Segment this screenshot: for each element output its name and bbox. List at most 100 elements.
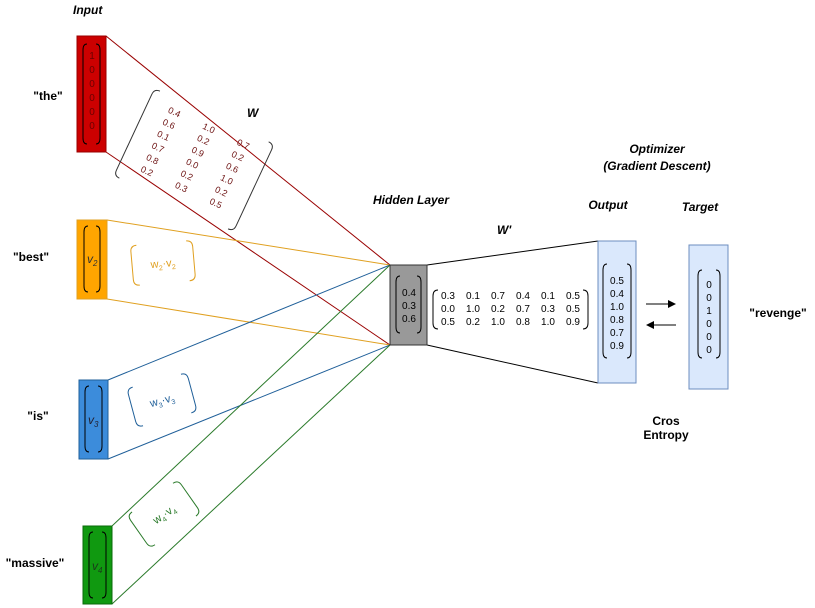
w-prime-cell: 0.2 (466, 317, 480, 328)
word-revenge: "revenge" (749, 306, 806, 320)
w-prime-cell: 0.8 (516, 317, 530, 328)
v2-label: v2 (87, 252, 98, 268)
w-matrix-cell: 0.2 (230, 149, 246, 163)
w-matrix-cell: 1.0 (201, 121, 217, 135)
w-prime-cell: 0.7 (516, 304, 530, 315)
w-matrix-cell: 0.2 (139, 164, 155, 178)
green-line-top (111, 264, 391, 527)
w-matrix-cell: 0.7 (150, 140, 166, 154)
w-prime-cell: 0.5 (566, 291, 580, 302)
optimizer-subheader: (Gradient Descent) (603, 159, 710, 173)
w-prime-cell: 0.3 (441, 291, 455, 302)
hidden-values: 0.4 0.3 0.6 (402, 288, 416, 325)
red-line-top (105, 35, 391, 266)
output-value: 0.5 (610, 276, 624, 287)
input-vector-best: v2 (76, 219, 108, 300)
w-prime-cell: 0.2 (491, 304, 505, 315)
w-prime-cell: 0.4 (516, 291, 530, 302)
target-value: 0 (706, 345, 712, 356)
w-matrix-cell: 0.1 (156, 129, 172, 143)
one-hot-value: 0 (89, 107, 95, 118)
w-matrix-cell: 0.8 (145, 152, 161, 166)
hidden-layer-vector: 0.4 0.3 0.6 (389, 264, 428, 346)
w-matrix-cell: 0.5 (208, 196, 224, 210)
hidden-layer-header: Hidden Layer (373, 193, 450, 207)
wprime-line-top (426, 240, 599, 266)
output-value: 0.4 (610, 289, 624, 300)
word-massive: "massive" (6, 556, 65, 570)
red-line-bottom (105, 151, 391, 346)
blue-line-bottom (107, 344, 391, 460)
one-hot-value: 0 (89, 93, 95, 104)
w4v4-label: w4·v4 (150, 503, 179, 529)
w3v3-bracket: w3·v3 (127, 373, 197, 427)
word-is: "is" (27, 409, 48, 423)
w4v4-bracket: w4·v4 (128, 481, 200, 547)
target-values: 0 0 1 0 0 0 (706, 280, 712, 356)
target-value: 0 (706, 280, 712, 291)
w-prime-cell: 1.0 (541, 317, 555, 328)
output-value: 0.7 (610, 328, 624, 339)
output-value: 0.8 (610, 315, 624, 326)
projection-lines (105, 35, 599, 605)
optimizer-header: Optimizer (629, 142, 686, 156)
w-header: W (247, 106, 260, 120)
output-header: Output (588, 198, 628, 212)
target-vector: 0 0 1 0 0 0 (688, 244, 729, 390)
wprime-line-bottom (426, 344, 599, 384)
target-header: Target (682, 200, 719, 214)
word-best: "best" (13, 250, 49, 264)
hidden-value: 0.4 (402, 288, 416, 299)
w-matrix-cells: 0.41.00.70.60.20.20.10.90.60.70.01.00.80… (139, 105, 251, 210)
w-prime-cell: 0.5 (441, 317, 455, 328)
w-prime-cell: 1.0 (491, 317, 505, 328)
output-vector: 0.50.41.00.80.70.9 (597, 240, 637, 384)
output-value: 1.0 (610, 302, 624, 313)
w2v2-label: w2·v2 (149, 257, 176, 273)
one-hot-value: 0 (89, 79, 95, 90)
arrow-right-head (668, 300, 676, 308)
hidden-value: 0.3 (402, 301, 416, 312)
input-vector-is: v3 (78, 379, 109, 460)
w-matrix-cell: 0.7 (235, 137, 251, 151)
v3-label: v3 (88, 413, 99, 429)
w-prime-cell: 0.0 (441, 304, 455, 315)
optimizer-arrows (646, 300, 676, 329)
one-hot-value: 1 (89, 51, 95, 62)
input-vector-massive: v4 (82, 525, 113, 605)
w-matrix-cell: 0.2 (213, 184, 229, 198)
w-matrix-cell: 1.0 (219, 173, 235, 187)
w-matrix-cell: 0.6 (161, 117, 177, 131)
input-vector-the: 1 0 0 0 0 0 (76, 35, 107, 153)
input-header: Input (73, 3, 103, 17)
w-matrix-cell: 0.2 (179, 168, 195, 182)
target-value: 0 (706, 332, 712, 343)
w-matrix-cell: 0.2 (196, 133, 212, 147)
w-prime-cell: 0.5 (566, 304, 580, 315)
w-matrix: 0.41.00.70.60.20.20.10.90.60.70.01.00.80… (115, 89, 273, 231)
blue-line-top (107, 264, 391, 381)
one-hot-value: 0 (89, 65, 95, 76)
output-values: 0.50.41.00.80.70.9 (610, 276, 624, 352)
green-line-bottom (111, 344, 391, 605)
w-matrix-cell: 0.3 (174, 180, 190, 194)
target-value: 0 (706, 293, 712, 304)
loss-label-line1: Cros (652, 414, 680, 428)
word-the: "the" (33, 89, 62, 103)
w-prime-cell: 0.9 (566, 317, 580, 328)
one-hot-values: 1 0 0 0 0 0 (89, 51, 95, 132)
hidden-value: 0.6 (402, 314, 416, 325)
w-prime-cell: 0.3 (541, 304, 555, 315)
loss-label-line2: Entropy (643, 428, 689, 442)
w3v3-label: w3·v3 (148, 392, 177, 412)
target-value: 1 (706, 306, 712, 317)
w-prime-header: W' (497, 223, 512, 237)
orange-line-top (106, 219, 391, 266)
target-value: 0 (706, 319, 712, 330)
w-prime-cell: 0.1 (541, 291, 555, 302)
one-hot-value: 0 (89, 121, 95, 132)
w-prime-cell: 1.0 (466, 304, 480, 315)
